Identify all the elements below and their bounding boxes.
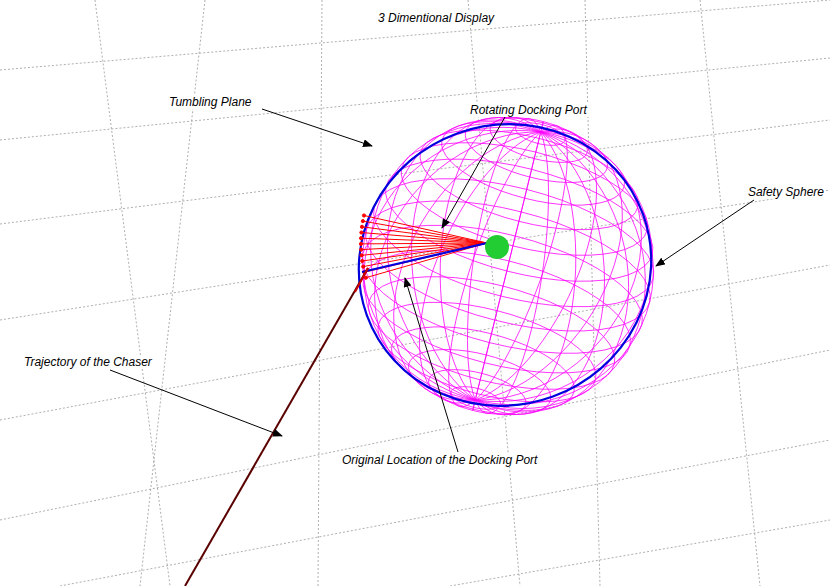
port-dot <box>361 220 364 223</box>
port-dot <box>360 237 363 240</box>
port-dot <box>360 225 363 228</box>
port-dot <box>362 214 365 217</box>
sphere-mesh <box>475 125 567 400</box>
display-title: 3 Dimentional Display <box>376 11 496 25</box>
tumbling-plane <box>319 83 691 447</box>
sphere-label: Safety Sphere <box>746 185 826 199</box>
sphere-mesh <box>371 123 541 400</box>
port-dot <box>360 248 363 251</box>
sphere-mesh <box>420 132 541 403</box>
sphere-mesh <box>440 117 541 400</box>
port-dot <box>364 276 367 279</box>
original-docking-port <box>362 243 487 272</box>
sphere-mesh <box>475 122 543 400</box>
docking-port-fan <box>359 214 487 279</box>
port-position <box>361 233 487 244</box>
port-dot <box>360 231 363 234</box>
target-body <box>485 235 509 259</box>
port-dot <box>362 265 365 268</box>
plane-label: Tumbling Plane <box>167 95 254 109</box>
sphere-mesh <box>475 132 652 402</box>
sphere-mesh <box>475 131 622 400</box>
sphere-mesh <box>475 132 604 414</box>
port-dot <box>360 254 363 257</box>
port-position <box>364 216 487 244</box>
sphere-mesh <box>363 127 541 400</box>
port-dot <box>361 259 364 262</box>
sphere-mesh <box>449 132 541 407</box>
chaser-trajectory-end <box>355 268 368 292</box>
chaser-trajectory <box>185 268 368 586</box>
trajectory-label: Trajectory of the Chaser <box>22 355 154 369</box>
leader-lines <box>110 109 754 452</box>
port-position <box>363 221 487 243</box>
origin-label: Original Location of the Docking Port <box>340 453 539 467</box>
port-position <box>361 243 487 245</box>
port-position <box>362 243 487 255</box>
sphere-mesh <box>475 132 576 415</box>
port-label: Rotating Docking Port <box>468 103 589 117</box>
port-dot <box>359 242 362 245</box>
sphere-mesh <box>475 129 596 400</box>
